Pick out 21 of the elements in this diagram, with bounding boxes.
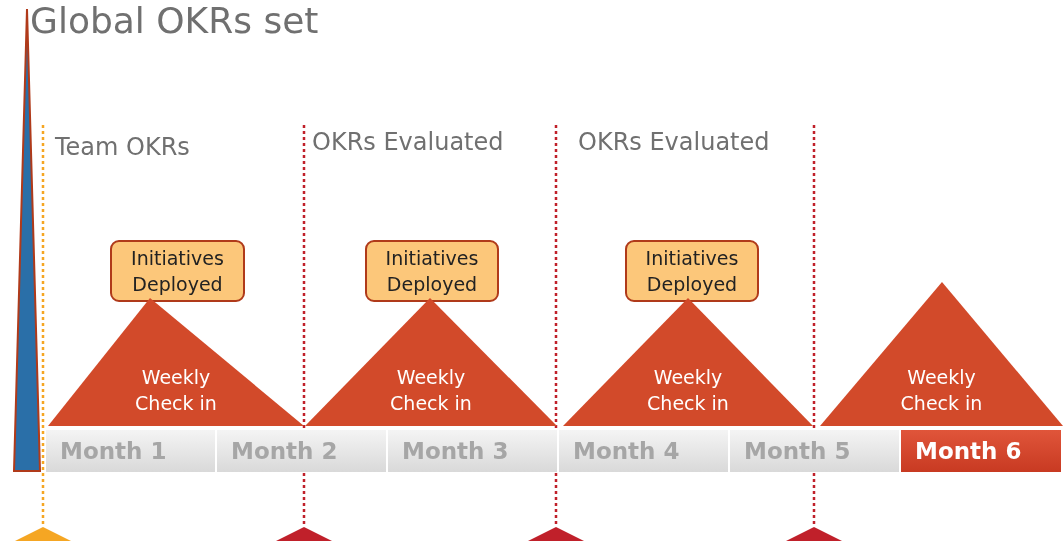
initiative-box: Initiatives Deployed bbox=[110, 240, 245, 302]
triangle-label: Weekly Check in bbox=[646, 365, 730, 416]
triangle-label: Weekly Check in bbox=[134, 365, 218, 416]
check-in-triangle bbox=[305, 298, 557, 426]
chart-title: Global OKRs set bbox=[30, 0, 319, 41]
phase-label: OKRs Evaluated bbox=[312, 128, 504, 156]
month-segment: Month 4 bbox=[559, 430, 730, 472]
check-in-triangle bbox=[563, 298, 813, 426]
check-in-triangle bbox=[48, 298, 304, 426]
month-segment: Month 2 bbox=[217, 430, 388, 472]
triangle-label: Weekly Check in bbox=[389, 365, 473, 416]
month-segment: Month 6 bbox=[901, 430, 1063, 472]
phase-label: OKRs Evaluated bbox=[578, 128, 770, 156]
triangle-label: Weekly Check in bbox=[899, 365, 984, 416]
check-in-triangle bbox=[820, 282, 1063, 426]
initiative-box: Initiatives Deployed bbox=[365, 240, 499, 302]
phase-label: Team OKRs bbox=[55, 133, 190, 161]
initiative-box: Initiatives Deployed bbox=[625, 240, 759, 302]
month-segment: Month 1 bbox=[46, 430, 217, 472]
month-segment: Month 5 bbox=[730, 430, 901, 472]
month-segment: Month 3 bbox=[388, 430, 559, 472]
